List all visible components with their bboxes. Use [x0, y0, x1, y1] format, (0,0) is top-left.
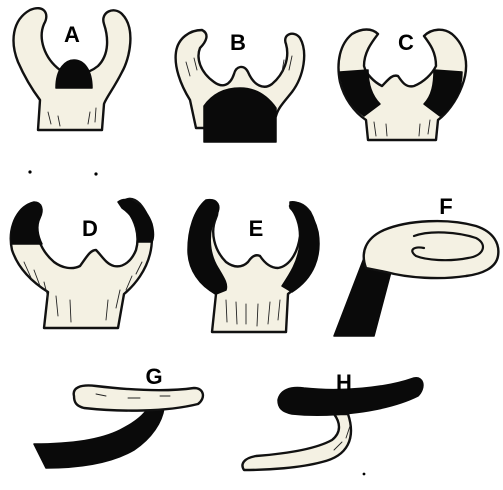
panel-e-dark-right-arm — [282, 202, 319, 292]
panel-f: F — [334, 194, 498, 336]
panel-h-label: H — [336, 370, 352, 395]
panel-b-label: B — [230, 30, 246, 55]
panel-b-dark-base — [204, 88, 276, 142]
panel-g: G — [34, 364, 203, 468]
panel-f-label: F — [439, 194, 452, 219]
panel-d-dark-left-tip — [12, 202, 42, 244]
speck-1 — [28, 170, 31, 173]
speck-3 — [363, 473, 366, 476]
panel-a: A — [14, 8, 131, 130]
panel-e-dark-left-arm — [188, 200, 227, 294]
panel-c: C — [339, 30, 467, 141]
panel-h: H — [243, 370, 423, 470]
panel-f-coiled-cap — [364, 221, 499, 278]
panel-d: D — [11, 199, 154, 328]
panel-h-stalk — [243, 414, 351, 470]
panel-g-dark-stalk — [34, 404, 164, 468]
speck-2 — [94, 172, 97, 175]
panel-c-label: C — [398, 30, 414, 55]
panel-a-label: A — [64, 22, 80, 47]
panel-d-label: D — [82, 216, 98, 241]
panel-e: E — [188, 200, 319, 332]
panel-a-dark-knob — [56, 60, 92, 88]
panel-g-label: G — [145, 364, 162, 389]
panel-e-label: E — [249, 216, 264, 241]
panel-d-dark-right-tip — [118, 199, 154, 242]
panel-b: B — [176, 30, 305, 142]
